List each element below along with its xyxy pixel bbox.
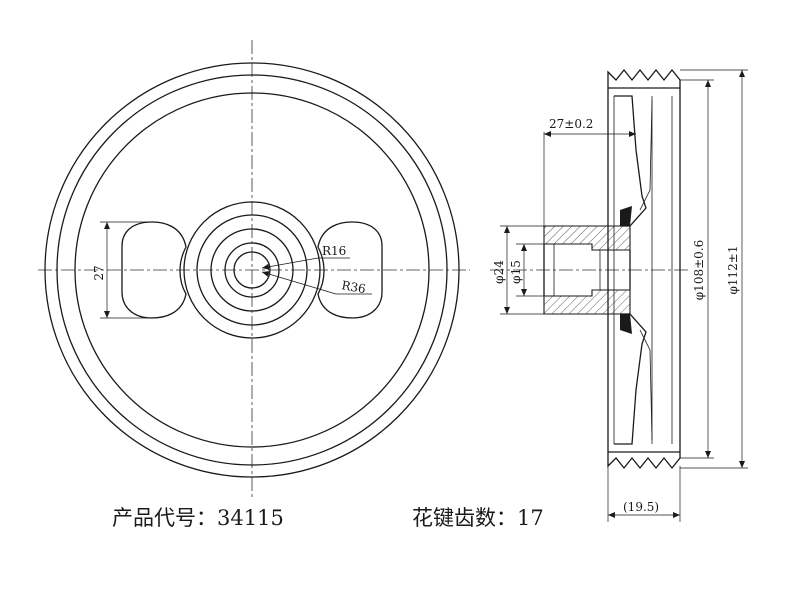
web-inner-top — [639, 99, 653, 211]
spline-count-value: 17 — [517, 506, 544, 530]
right-kidney-slot — [317, 221, 383, 319]
dim-total-width: (19.5) — [623, 500, 659, 514]
dim-groove-dia: φ108±0.6 — [692, 240, 706, 300]
dim-inner-radius: R16 — [322, 244, 346, 258]
dim-outer-dia: φ112±1 — [726, 246, 740, 295]
hub-section-bottom — [543, 289, 631, 315]
spline-count-label: 花键齿数： — [412, 506, 517, 530]
dim-r16-leader — [261, 257, 319, 270]
dim-r36-leader — [261, 271, 337, 295]
weld-bottom — [620, 314, 632, 334]
rim-groove-profile-top — [607, 68, 681, 88]
dim-hub-width: 27±0.2 — [549, 117, 593, 131]
outer-rim — [44, 62, 460, 478]
web-outer-edge — [74, 92, 430, 448]
weld-top — [620, 206, 632, 226]
rim-inner-edge — [56, 74, 448, 466]
product-code-caption: 产品代号：34115 — [112, 502, 284, 532]
boss-circle — [224, 242, 280, 298]
dim-bore-dia: φ15 — [509, 260, 523, 284]
web-inner-bottom — [639, 329, 653, 441]
spline-count-caption: 花键齿数：17 — [412, 502, 544, 532]
side-section-view: 27±0.2 φ24 φ15 φ108±0.6 φ112±1 (19.5) — [490, 68, 748, 522]
hub-circle — [210, 228, 294, 312]
hub-section-top — [543, 225, 631, 251]
dim-slot-width: 27 — [92, 265, 106, 280]
left-kidney-slot — [121, 221, 187, 319]
product-code-label: 产品代号： — [112, 506, 217, 530]
hub-step-circle — [196, 214, 308, 326]
dim-outer-radius: R36 — [340, 278, 366, 296]
front-view: 27 R16 R36 — [38, 40, 470, 500]
hub-outer-circle — [183, 201, 321, 339]
bore-circle — [233, 251, 271, 289]
web-profile-top — [614, 95, 647, 227]
product-code-value: 34115 — [217, 506, 284, 530]
dim-hub-outer-dia: φ24 — [492, 260, 506, 284]
web-profile-bottom — [614, 313, 647, 445]
rim-groove-profile-bottom — [607, 452, 681, 470]
